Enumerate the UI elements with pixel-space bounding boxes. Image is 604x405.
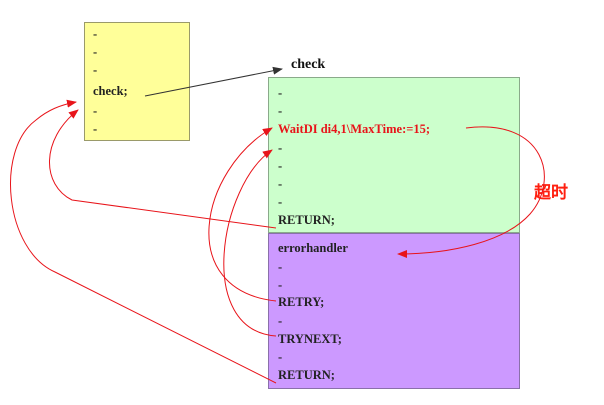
- handler-line: -: [278, 260, 283, 274]
- retry-instruction: RETRY;: [278, 295, 325, 309]
- handler-return: RETURN;: [278, 368, 335, 382]
- return-arrow: [49, 109, 277, 229]
- routine-line: -: [278, 177, 283, 191]
- timeout-arrow: [397, 126, 545, 258]
- routine-line: -: [278, 104, 283, 118]
- retry-arrow: [208, 127, 277, 302]
- caller-line: -: [93, 104, 98, 118]
- handler-return-arrow: [10, 99, 277, 384]
- routine-line: -: [278, 159, 283, 173]
- trynext-instruction: TRYNEXT;: [278, 332, 342, 346]
- waitdi-instruction: WaitDI di4,1\MaxTime:=15;: [278, 122, 431, 136]
- handler-line: -: [278, 278, 283, 292]
- caller-line: -: [93, 45, 98, 59]
- routine-title: check: [291, 57, 326, 72]
- errorhandler-label: errorhandler: [278, 241, 348, 255]
- handler-line: -: [278, 314, 283, 328]
- routine-line: -: [278, 86, 283, 100]
- caller-line: -: [93, 27, 98, 41]
- error-handler-box: errorhandler - - RETRY; - TRYNEXT; - RET…: [268, 233, 520, 389]
- handler-line: -: [278, 350, 283, 364]
- caller-line: -: [93, 63, 98, 77]
- call-arrow: [144, 66, 283, 97]
- caller-routine-box: - - - check; - -: [84, 22, 190, 141]
- caller-line: -: [93, 122, 98, 136]
- routine-return: RETURN;: [278, 213, 335, 227]
- routine-line: -: [278, 141, 283, 155]
- caller-check-call: check;: [93, 84, 128, 98]
- timeout-label: 超时: [534, 183, 568, 203]
- trynext-arrow: [223, 149, 277, 337]
- routine-line: -: [278, 195, 283, 209]
